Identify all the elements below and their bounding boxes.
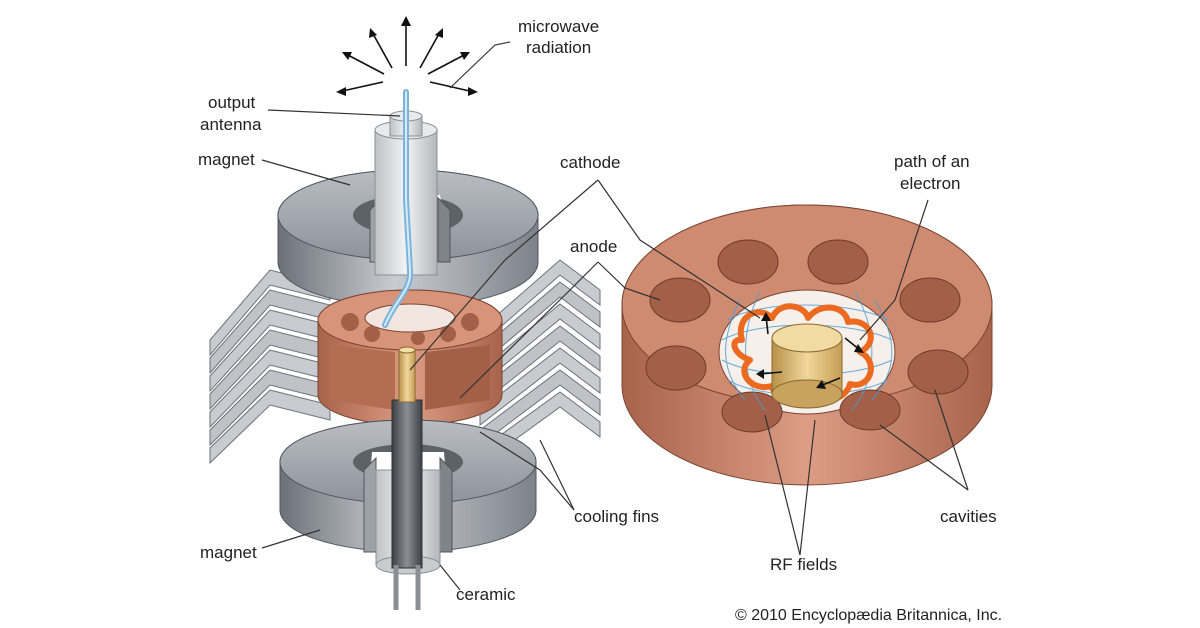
label-path-line1: path of an [894,152,970,171]
label-output-line2: antenna [200,115,262,134]
label-rf-fields: RF fields [770,555,837,574]
electron-direction-arrows [756,312,864,389]
cooling-fins-left [209,269,331,465]
anode-cross-section [621,204,993,486]
microwave-radiation-arrows [336,16,478,96]
copyright-credit: © 2010 Encyclopædia Britannica, Inc. [735,607,1002,624]
label-microwave-line2: radiation [526,38,591,57]
cathode-rod [391,346,423,610]
cathode-cylinder [771,323,843,409]
label-output-line1: output [208,93,256,112]
label-microwave-line1: microwave [518,17,599,36]
cooling-fins-right [479,259,601,466]
rf-field-lines [721,291,893,411]
magnetron-assembly [209,16,601,610]
labels: microwave radiation output antenna magne… [198,17,1002,624]
label-cooling-fins: cooling fins [574,507,659,526]
label-path-line2: electron [900,174,960,193]
electron-path [731,303,874,405]
label-ceramic: ceramic [456,585,516,604]
label-cathode: cathode [560,153,621,172]
leader-lines [261,41,969,591]
cavities-holes [645,239,969,433]
label-cavities: cavities [940,507,997,526]
label-anode: anode [570,237,617,256]
label-magnet-bottom: magnet [200,543,257,562]
label-magnet-top: magnet [198,150,255,169]
